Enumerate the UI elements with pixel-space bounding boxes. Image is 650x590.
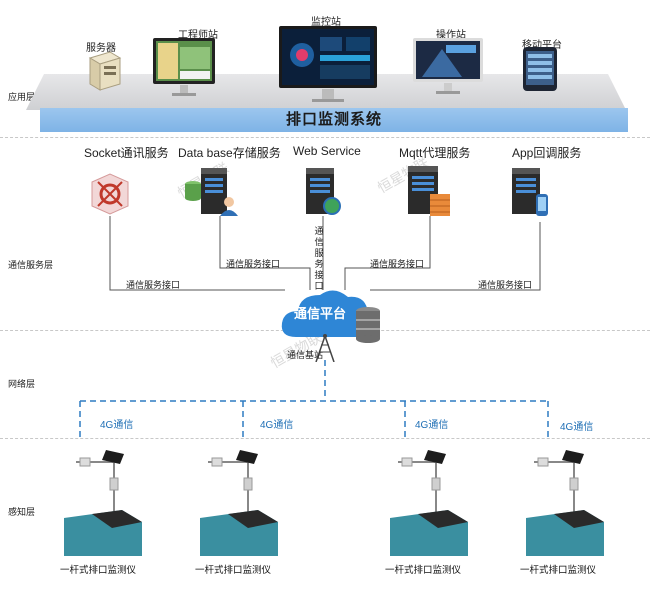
interface-label-database: 通信服务接口 bbox=[226, 259, 281, 269]
service-label-web: Web Service bbox=[293, 144, 361, 158]
cloud-platform-icon bbox=[281, 290, 380, 343]
operator-workstation-icon bbox=[413, 38, 483, 94]
outfall-monitor-icon-1 bbox=[64, 450, 142, 556]
device-label-operator: 操作站 bbox=[436, 30, 466, 41]
comm-4g-label-4: 4G通信 bbox=[560, 422, 594, 433]
layer-label-perception: 感知层 bbox=[8, 507, 36, 517]
system-banner bbox=[40, 108, 628, 132]
web-service-icon bbox=[306, 168, 341, 215]
system-title: 排口监测系统 bbox=[285, 111, 382, 128]
divider-application bbox=[0, 137, 650, 138]
sensor-label-1: 一杆式排口监测仪 bbox=[60, 565, 137, 576]
sensor-label-4: 一杆式排口监测仪 bbox=[520, 565, 597, 576]
cloud-platform-label: 通信平台 bbox=[294, 306, 347, 321]
sensor-label-2: 一杆式排口监测仪 bbox=[195, 565, 272, 576]
app-service-icon bbox=[512, 168, 548, 216]
service-label-mqtt: Mqtt代理服务 bbox=[399, 146, 471, 160]
service-label-app: App回调服务 bbox=[512, 146, 582, 160]
engineer-workstation-icon bbox=[153, 38, 215, 96]
interface-label-mqtt: 通信服务接口 bbox=[370, 259, 425, 269]
device-label-server: 服务器 bbox=[86, 43, 116, 54]
socket-service-icon bbox=[91, 173, 129, 215]
layer-label-communication: 通信服务层 bbox=[8, 260, 54, 270]
interface-label-app: 通信服务接口 bbox=[478, 280, 533, 290]
server-icon bbox=[88, 51, 122, 91]
device-label-monitor: 监控站 bbox=[311, 17, 341, 28]
outfall-monitor-icon-3 bbox=[390, 450, 468, 556]
service-label-database: Data base存储服务 bbox=[178, 146, 281, 160]
device-label-mobile: 移动平台 bbox=[522, 40, 562, 51]
interface-label-socket: 通信服务接口 bbox=[126, 280, 181, 290]
base-station-label: 通信基站 bbox=[287, 350, 324, 360]
mqtt-service-icon bbox=[408, 166, 450, 216]
base-station-icon bbox=[315, 334, 335, 362]
comm-4g-label-3: 4G通信 bbox=[415, 420, 449, 431]
interface-label-web: 通信服务接口 bbox=[314, 226, 324, 291]
mobile-device-icon bbox=[523, 47, 557, 91]
monitor-workstation-icon bbox=[279, 26, 377, 102]
divider-network bbox=[0, 438, 650, 439]
outfall-monitor-icon-2 bbox=[200, 450, 278, 556]
layer-label-network: 网络层 bbox=[8, 379, 36, 389]
sensor-label-3: 一杆式排口监测仪 bbox=[385, 565, 462, 576]
layer-label-application: 应用层 bbox=[8, 92, 36, 102]
comm-4g-label-1: 4G通信 bbox=[100, 420, 134, 431]
service-label-socket: Socket通讯服务 bbox=[84, 146, 169, 160]
database-service-icon bbox=[185, 168, 238, 216]
comm-4g-label-2: 4G通信 bbox=[260, 420, 294, 431]
device-label-engineer: 工程师站 bbox=[178, 30, 218, 41]
outfall-monitor-icon-4 bbox=[526, 450, 604, 556]
